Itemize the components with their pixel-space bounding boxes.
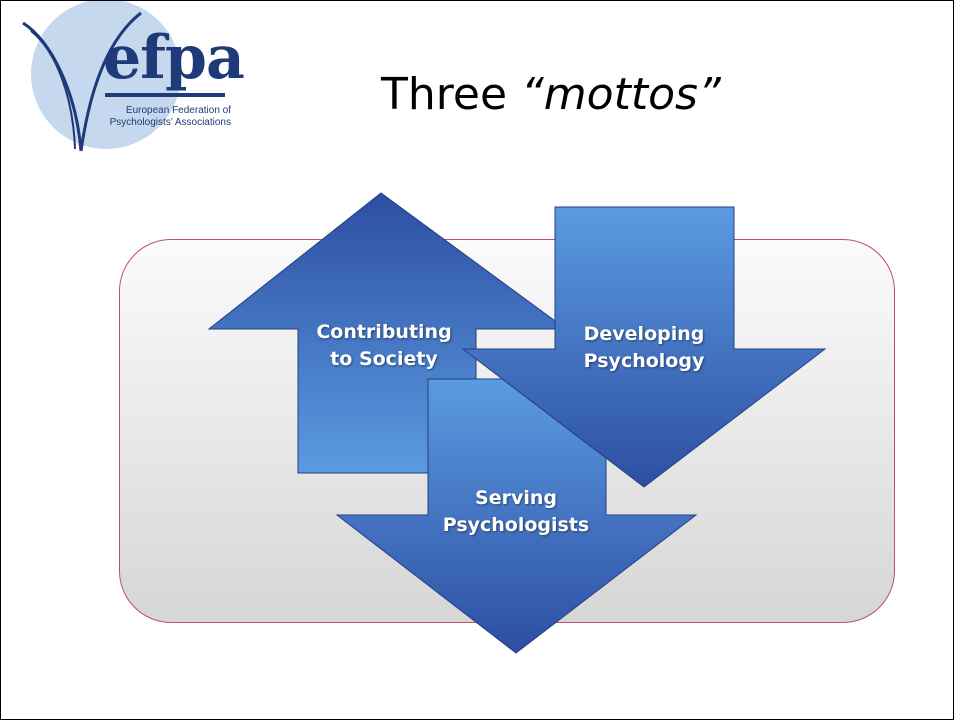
efpa-logo: efpa European Federation of Psychologist… [1,1,251,181]
motto-label-line: Serving [475,487,557,509]
logo-emblem [22,1,181,152]
logo-swoosh [22,21,83,152]
motto-label-line: Contributing [316,321,452,343]
logo-subtitle-line1: European Federation of [125,105,231,116]
motto-label-contributing: Contributing to Society [291,319,477,373]
logo-circle [31,1,181,149]
motto-label-developing: Developing Psychology [551,321,737,375]
logo-underline [105,93,225,97]
logo-subtitle-line2: Psychologists’ Associations [109,117,231,128]
motto-label-line: Developing [583,323,705,345]
logo-wordmark: efpa [103,23,245,93]
motto-label-line: to Society [330,348,438,370]
title-italic: “mottos” [521,69,721,120]
motto-label-serving: Serving Psychologists [423,485,609,539]
title-plain: Three [381,69,522,120]
page-title: Three “mottos” [381,73,721,117]
logo-subtitle: European Federation of Psychologists’ As… [61,105,231,129]
motto-label-line: Psychologists [442,514,590,536]
logo-swoosh [30,30,76,150]
arrow-down-developing [461,206,827,488]
motto-label-line: Psychology [583,350,705,372]
logo-swoosh [79,11,142,152]
